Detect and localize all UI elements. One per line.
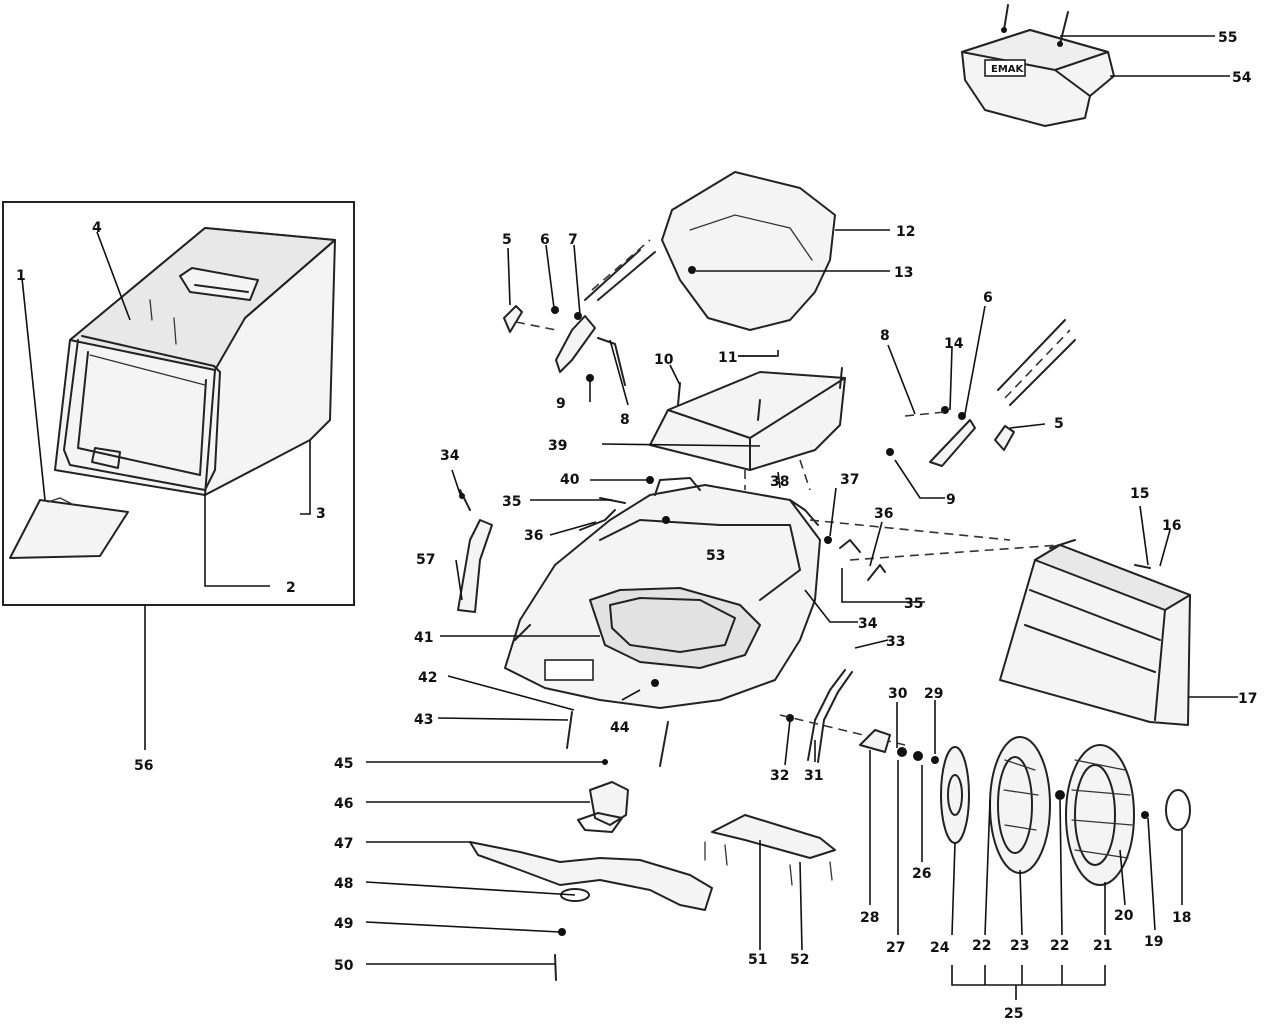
callout-31: 31 xyxy=(804,768,823,784)
callout-42: 42 xyxy=(418,670,437,686)
grass-bag-assembly xyxy=(2,201,355,606)
callout-26: 26 xyxy=(912,866,931,882)
callout-51: 51 xyxy=(748,952,767,968)
wheel-assembly xyxy=(859,729,1191,886)
callout-47: 47 xyxy=(334,836,353,852)
callout-13: 13 xyxy=(894,265,913,281)
callout-49: 49 xyxy=(334,916,353,932)
callout-9b: 9 xyxy=(946,492,956,508)
callout-3: 3 xyxy=(316,506,326,522)
callout-29: 29 xyxy=(924,686,943,702)
callout-22b: 22 xyxy=(1050,938,1069,954)
callout-54: 54 xyxy=(1232,70,1252,86)
callout-52: 52 xyxy=(790,952,809,968)
callout-8b: 8 xyxy=(880,328,890,344)
callout-56: 56 xyxy=(134,758,153,774)
callout-35b: 35 xyxy=(904,596,923,612)
grass-bag-frame xyxy=(63,335,221,491)
callout-5: 5 xyxy=(502,232,512,248)
brand-plate xyxy=(984,59,1026,77)
callout-22: 22 xyxy=(972,938,991,954)
callout-numbers: 1 2 3 4 5 5 6 6 7 8 8 9 9 10 11 12 13 14… xyxy=(16,30,1257,1022)
callout-55: 55 xyxy=(1218,30,1237,46)
callout-35: 35 xyxy=(502,494,521,510)
callout-46: 46 xyxy=(334,796,353,812)
callout-16: 16 xyxy=(1162,518,1181,534)
engine-cover: EMAK xyxy=(961,4,1115,127)
callout-43: 43 xyxy=(414,712,433,728)
callout-32: 32 xyxy=(770,768,789,784)
callout-4: 4 xyxy=(92,220,102,236)
bracket-57 xyxy=(457,519,493,613)
callout-23: 23 xyxy=(1010,938,1029,954)
callout-2: 2 xyxy=(286,580,296,596)
callout-36b: 36 xyxy=(874,506,893,522)
callout-12: 12 xyxy=(896,224,915,240)
callout-36: 36 xyxy=(524,528,543,544)
callout-1: 1 xyxy=(16,268,26,284)
callout-24: 24 xyxy=(930,940,950,956)
engine-block xyxy=(661,171,836,331)
blade-assembly xyxy=(469,711,713,981)
callout-21: 21 xyxy=(1093,938,1112,954)
callout-48: 48 xyxy=(334,876,353,892)
bracket-51 xyxy=(711,814,836,859)
callout-45: 45 xyxy=(334,756,353,772)
callout-11: 11 xyxy=(718,350,737,366)
callout-19: 19 xyxy=(1144,934,1163,950)
mower-deck xyxy=(504,476,821,709)
callout-25: 25 xyxy=(1004,1006,1023,1022)
callout-8: 8 xyxy=(620,412,630,428)
callout-14: 14 xyxy=(944,336,964,352)
callout-40: 40 xyxy=(560,472,580,488)
grass-bag-frame-box xyxy=(2,201,355,606)
rear-flap xyxy=(999,539,1191,726)
callout-7: 7 xyxy=(568,232,578,248)
callout-41: 41 xyxy=(414,630,433,646)
callout-34b: 34 xyxy=(858,616,878,632)
callout-27: 27 xyxy=(886,940,905,956)
callout-30: 30 xyxy=(888,686,908,702)
right-handle-bracket-group xyxy=(886,319,1076,467)
callout-39: 39 xyxy=(548,438,567,454)
callout-6: 6 xyxy=(540,232,550,248)
grass-bag-handle xyxy=(179,267,259,301)
callout-5b: 5 xyxy=(1054,416,1064,432)
leader-lines xyxy=(21,35,1238,1000)
callout-17: 17 xyxy=(1238,691,1257,707)
left-handle-bracket-group xyxy=(503,239,656,386)
callout-6b: 6 xyxy=(983,290,993,306)
callout-18: 18 xyxy=(1172,910,1191,926)
grass-bag-deflector xyxy=(9,499,129,559)
callout-28: 28 xyxy=(860,910,879,926)
callout-34: 34 xyxy=(440,448,460,464)
callout-44: 44 xyxy=(610,720,630,736)
callout-33: 33 xyxy=(886,634,905,650)
callout-50: 50 xyxy=(334,958,354,974)
callout-9: 9 xyxy=(556,396,566,412)
callout-38: 38 xyxy=(770,474,789,490)
callout-10: 10 xyxy=(654,352,674,368)
callout-57: 57 xyxy=(416,552,435,568)
callout-15: 15 xyxy=(1130,486,1149,502)
callout-20: 20 xyxy=(1114,908,1134,924)
callout-53: 53 xyxy=(706,548,725,564)
callout-37: 37 xyxy=(840,472,859,488)
brand-mark-text: EMAK xyxy=(991,64,1025,75)
